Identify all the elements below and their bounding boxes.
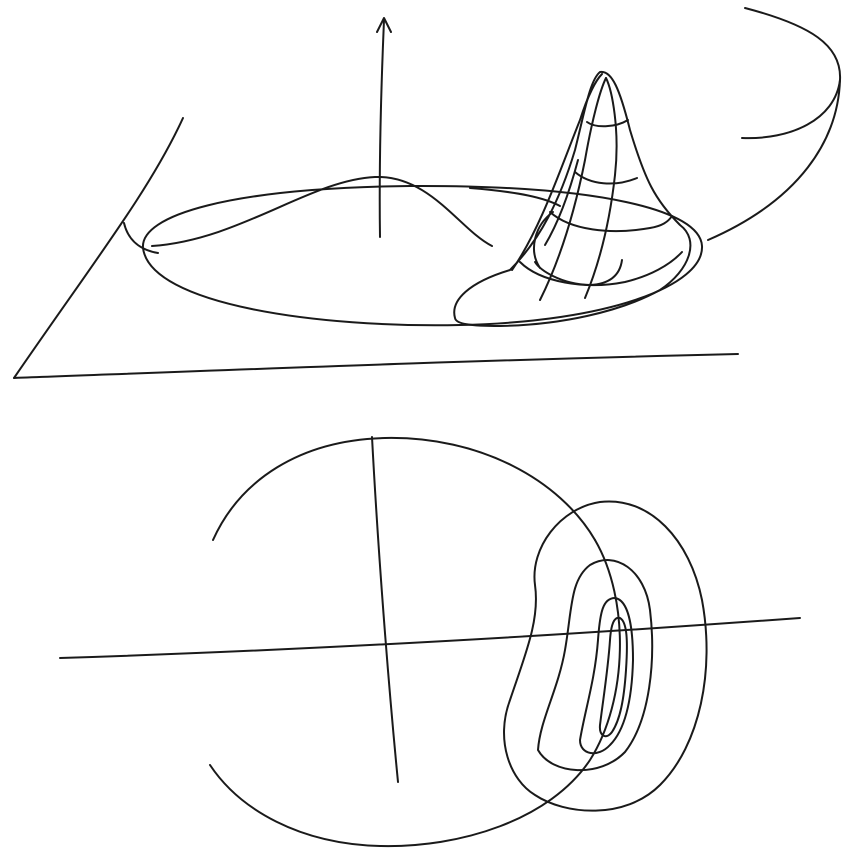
base-plane-front-edge — [14, 354, 738, 378]
domain-circle-lower — [210, 765, 380, 846]
vertical-axis — [380, 20, 384, 237]
contour-plot-2d — [60, 437, 800, 846]
peak-ring-base-loop — [534, 212, 553, 268]
base-plane-left-edge — [14, 118, 183, 378]
surface-plot-3d — [14, 8, 840, 378]
contour-innermost — [600, 618, 627, 736]
domain-circle-upper — [213, 438, 595, 540]
vertical-axis-2d — [372, 437, 398, 782]
horizontal-axis — [60, 618, 800, 658]
central-bump-curve — [152, 177, 492, 246]
outer-bowl-side — [708, 80, 840, 240]
outer-bowl-rim — [742, 8, 840, 138]
peak-silhouette — [454, 72, 690, 326]
domain-ellipse — [143, 186, 702, 325]
peak-ridge-left — [512, 74, 602, 270]
domain-circle-right — [380, 540, 620, 846]
peak-ring-upper — [575, 172, 637, 184]
peak-ridge-right — [585, 78, 617, 298]
peak-ring-lower — [520, 252, 682, 285]
